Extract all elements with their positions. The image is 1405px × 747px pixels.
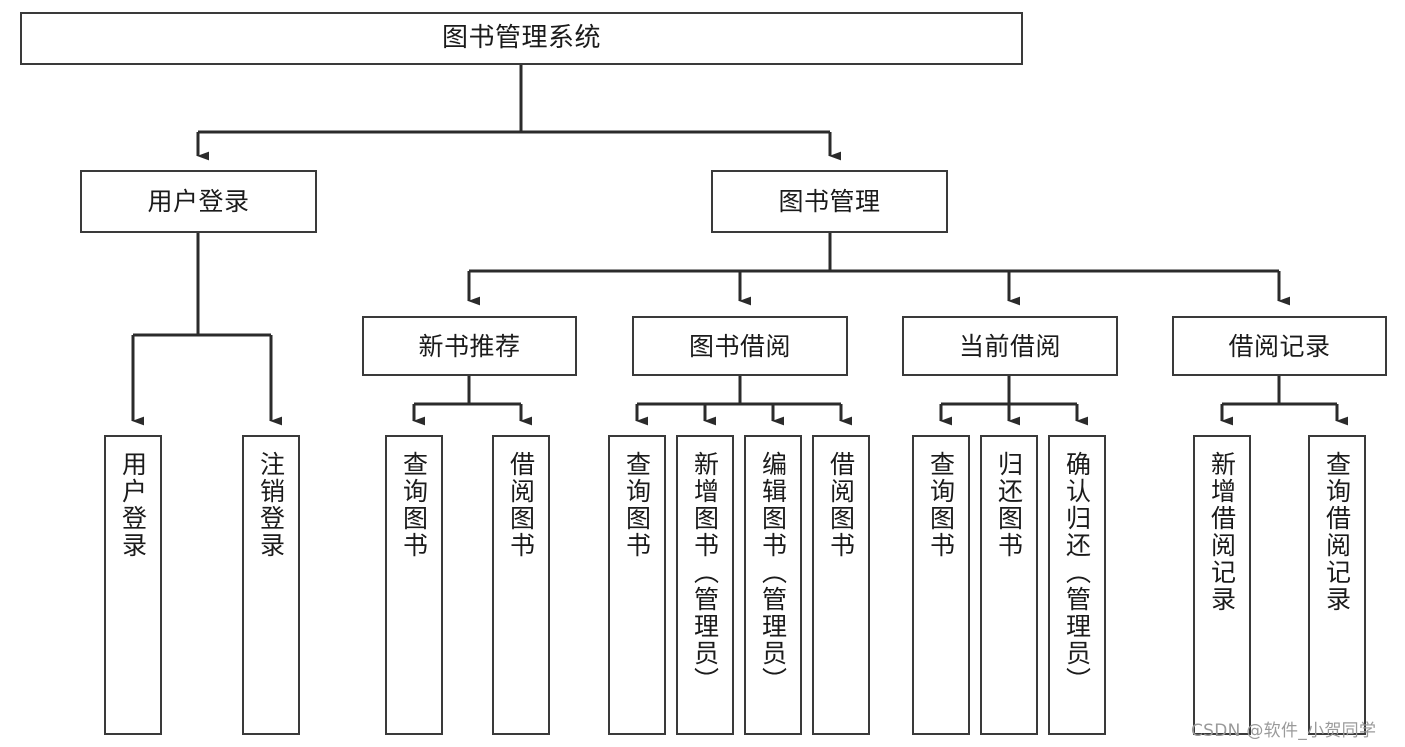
node-leaf-user-login[interactable]: 用户登录 <box>104 435 162 735</box>
node-leaf-query-book-1-label: 查询图书 <box>399 451 429 559</box>
node-new-book-recommend[interactable]: 新书推荐 <box>362 316 577 376</box>
node-leaf-logout[interactable]: 注销登录 <box>242 435 300 735</box>
node-leaf-query-record-label: 查询借阅记录 <box>1322 451 1352 613</box>
node-user-login[interactable]: 用户登录 <box>80 170 317 233</box>
node-borrow-record[interactable]: 借阅记录 <box>1172 316 1387 376</box>
node-book-borrow-label: 图书借阅 <box>688 331 791 361</box>
node-leaf-query-book-3[interactable]: 查询图书 <box>912 435 970 735</box>
node-leaf-query-book-2[interactable]: 查询图书 <box>608 435 666 735</box>
node-leaf-return-book[interactable]: 归还图书 <box>980 435 1038 735</box>
node-leaf-query-book-1[interactable]: 查询图书 <box>385 435 443 735</box>
node-leaf-edit-book-label: 编辑图书（管理员） <box>758 451 788 694</box>
node-leaf-add-record-label: 新增借阅记录 <box>1207 451 1237 613</box>
node-book-management[interactable]: 图书管理 <box>711 170 948 233</box>
node-leaf-confirm-return-label: 确认归还（管理员） <box>1062 451 1092 694</box>
node-leaf-add-book[interactable]: 新增图书（管理员） <box>676 435 734 735</box>
node-leaf-query-book-2-label: 查询图书 <box>622 451 652 559</box>
node-root[interactable]: 图书管理系统 <box>20 12 1023 65</box>
node-current-borrow-label: 当前借阅 <box>958 331 1061 361</box>
node-leaf-return-book-label: 归还图书 <box>994 451 1024 559</box>
node-leaf-borrow-book-1[interactable]: 借阅图书 <box>492 435 550 735</box>
node-leaf-borrow-book-1-label: 借阅图书 <box>506 451 536 559</box>
node-current-borrow[interactable]: 当前借阅 <box>902 316 1118 376</box>
node-leaf-add-record[interactable]: 新增借阅记录 <box>1193 435 1251 735</box>
node-leaf-confirm-return[interactable]: 确认归还（管理员） <box>1048 435 1106 735</box>
node-book-borrow[interactable]: 图书借阅 <box>632 316 848 376</box>
node-leaf-add-book-label: 新增图书（管理员） <box>690 451 720 694</box>
node-leaf-query-record[interactable]: 查询借阅记录 <box>1308 435 1366 735</box>
node-leaf-logout-label: 注销登录 <box>256 451 286 559</box>
node-root-label: 图书管理系统 <box>441 23 601 54</box>
node-leaf-borrow-book-2-label: 借阅图书 <box>826 451 856 559</box>
csdn-watermark: CSDN @软件_小贺同学 <box>1191 721 1377 741</box>
node-leaf-edit-book[interactable]: 编辑图书（管理员） <box>744 435 802 735</box>
node-user-login-label: 用户登录 <box>147 187 250 216</box>
node-leaf-user-login-label: 用户登录 <box>118 451 148 559</box>
node-new-book-recommend-label: 新书推荐 <box>418 331 521 361</box>
node-leaf-query-book-3-label: 查询图书 <box>926 451 956 559</box>
node-book-management-label: 图书管理 <box>778 187 881 216</box>
node-borrow-record-label: 借阅记录 <box>1228 331 1331 361</box>
node-leaf-borrow-book-2[interactable]: 借阅图书 <box>812 435 870 735</box>
